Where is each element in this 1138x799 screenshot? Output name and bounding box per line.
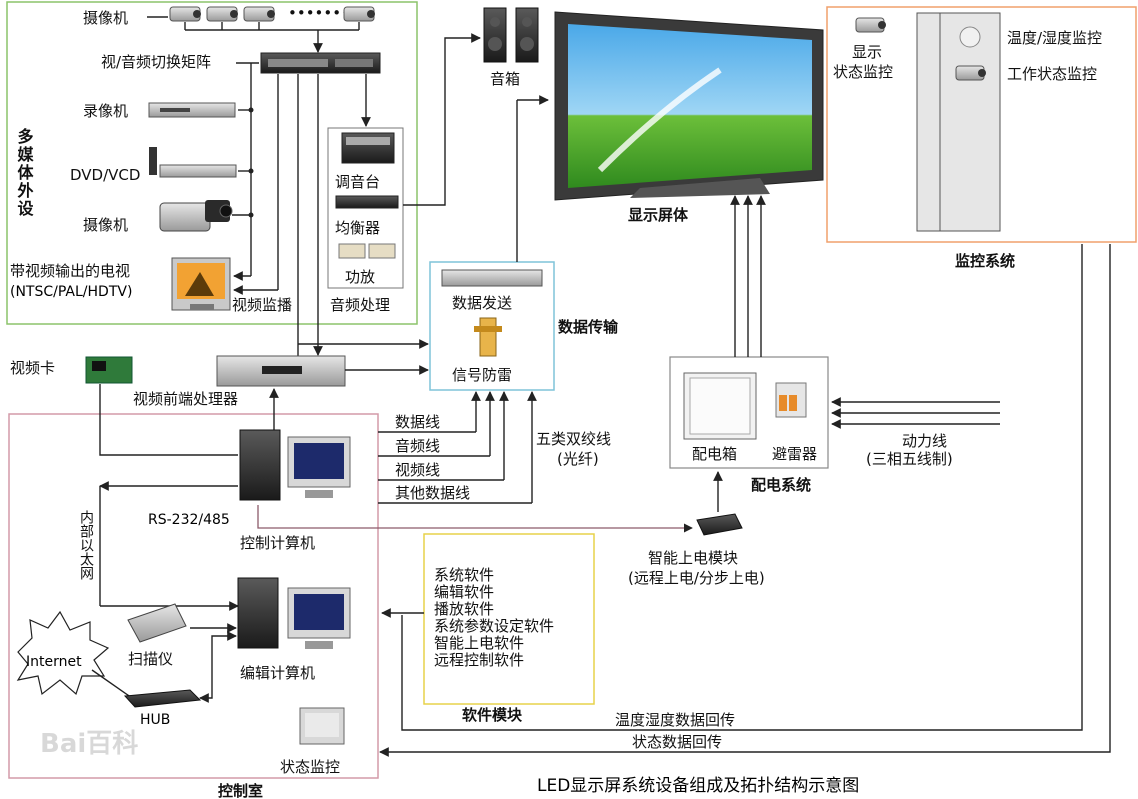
power-system-region: [669, 356, 829, 469]
speaker-icon: [483, 7, 539, 63]
software-item: 编辑软件: [434, 583, 494, 601]
camera-icon: [243, 6, 275, 22]
switch-matrix-label: 视/音频切换矩阵: [101, 53, 211, 71]
switch-matrix-device: [260, 52, 381, 74]
display-status-label-line2: 状态监控: [833, 63, 893, 81]
power-line-label-line2: (三相五线制): [866, 450, 953, 468]
control-room-region: [8, 413, 379, 779]
ellipsis-dots: •••••••: [288, 4, 350, 22]
monitoring-label: 监控系统: [955, 252, 1015, 270]
power-system-label: 配电系统: [751, 476, 811, 494]
display-screen: [554, 11, 824, 201]
equalizer-device: [335, 195, 399, 209]
data-transmission-region: [429, 261, 555, 391]
software-region: [423, 533, 595, 705]
video-processor-label: 视频前端处理器: [133, 390, 238, 408]
software-list: 系统软件 编辑软件 播放软件 系统参数设定软件 智能上电软件 远程控制软件: [434, 566, 554, 669]
power-box-device: [683, 372, 757, 440]
watermark-logo: Bai百科: [40, 729, 138, 759]
data-send-label: 数据发送: [452, 294, 512, 312]
software-item: 系统软件: [434, 566, 494, 584]
temp-return-label: 温度湿度数据回传: [615, 711, 735, 729]
hub-label: HUB: [140, 712, 170, 728]
edit-pc-label: 编辑计算机: [240, 664, 315, 682]
video-card-device: [85, 356, 133, 384]
recorder-label: 录像机: [83, 102, 128, 120]
control-pc-device: [239, 429, 351, 501]
video-card-label: 视频卡: [10, 359, 55, 377]
scanner-label: 扫描仪: [128, 650, 173, 668]
software-item: 播放软件: [434, 600, 494, 618]
camcorder-label: 摄像机: [83, 216, 128, 234]
speakers-label: 音箱: [490, 70, 520, 88]
work-status-label: 工作状态监控: [1007, 65, 1097, 83]
temp-humidity-label: 温度/湿度监控: [1007, 29, 1102, 47]
camera-icon: [343, 6, 375, 22]
scanner-device: [127, 603, 187, 643]
diagram-caption: LED显示屏系统设备组成及拓扑结构示意图: [537, 776, 859, 796]
multimedia-label: 多媒体外设: [15, 127, 35, 218]
hub-device: [123, 689, 202, 708]
smart-power-label-line1: 智能上电模块: [648, 549, 738, 567]
signal-protect-label: 信号防雷: [452, 366, 512, 384]
audio-processing-region: [327, 127, 404, 289]
dvd-device: [149, 147, 237, 178]
audio-line-label: 音频线: [395, 437, 440, 455]
video-line-label: 视频线: [395, 461, 440, 479]
software-item: 远程控制软件: [434, 651, 524, 669]
edit-pc-device: [237, 577, 351, 649]
equalizer-label: 均衡器: [335, 219, 380, 237]
status-monitor-label: 状态监控: [280, 758, 340, 776]
cable-label-line2: (光纤): [557, 450, 599, 468]
status-return-label: 状态数据回传: [632, 733, 722, 751]
multimedia-region: [6, 1, 418, 325]
camera-icon: [206, 6, 238, 22]
power-line-label-line1: 动力线: [902, 432, 947, 450]
rs232-label: RS-232/485: [148, 512, 230, 528]
tv-device: [171, 257, 231, 311]
display-status-label-line1: 显示: [852, 43, 882, 61]
camera-icon: [169, 6, 201, 22]
smart-power-label-line2: (远程上电/分步上电): [628, 569, 765, 587]
power-box-label: 配电箱: [692, 445, 737, 463]
recorder-device: [148, 102, 236, 118]
control-pc-label: 控制计算机: [240, 534, 315, 552]
other-data-line-label: 其他数据线: [395, 484, 470, 502]
amplifier-label: 功放: [345, 268, 375, 286]
surge-arrester-label: 避雷器: [772, 445, 817, 463]
tv-label-line2: (NTSC/PAL/HDTV): [10, 284, 132, 300]
data-line-label: 数据线: [395, 413, 440, 431]
video-monitor-label: 视频监播: [232, 296, 292, 314]
software-module-label: 软件模块: [462, 706, 523, 724]
data-transmission-label: 数据传输: [558, 318, 619, 336]
ethernet-label: 内部以太网: [78, 510, 94, 581]
control-room-label: 控制室: [218, 782, 263, 799]
video-processor-device: [216, 355, 346, 387]
smart-power-module-device: [696, 513, 743, 536]
data-sender-device: [441, 269, 543, 287]
dvd-label: DVD/VCD: [70, 166, 140, 184]
software-item: 智能上电软件: [434, 634, 524, 652]
software-item: 系统参数设定软件: [434, 617, 554, 635]
temp-humidity-sensor-icon: [959, 26, 981, 48]
status-monitor-device: [299, 707, 345, 745]
audio-processing-label: 音频处理: [330, 296, 390, 314]
monitoring-cabinet: [916, 12, 1001, 232]
internet-label: Internet: [26, 654, 82, 670]
camera-row: •••••••: [169, 4, 375, 22]
display-status-camera-icon: [855, 17, 886, 33]
camcorder-device: [159, 200, 233, 232]
surge-arrester-icon: [775, 382, 807, 418]
internet-burst-icon: [16, 610, 110, 696]
tv-label-line1: 带视频输出的电视: [10, 262, 130, 280]
monitoring-region: [826, 6, 1137, 243]
signal-protector-icon: [474, 317, 502, 357]
mixer-label: 调音台: [335, 173, 380, 191]
cameras-label: 摄像机: [83, 9, 128, 27]
work-status-camera-icon: [955, 65, 986, 81]
amplifier-device: [338, 243, 396, 259]
mixer-device: [341, 132, 395, 164]
cable-label-line1: 五类双绞线: [536, 430, 611, 448]
display-label: 显示屏体: [628, 206, 689, 224]
